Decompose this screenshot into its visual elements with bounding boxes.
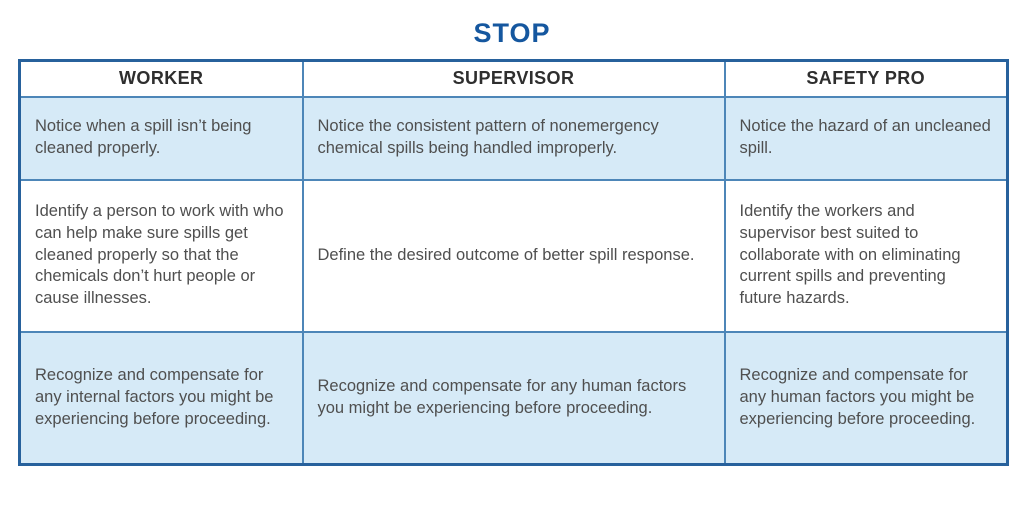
- table-row-notice: Notice when a spill isn’t being cleaned …: [18, 95, 1009, 181]
- cell-identify-worker: Identify a person to work with who can h…: [18, 178, 304, 333]
- column-header-supervisor: SUPERVISOR: [301, 59, 726, 98]
- column-header-worker: WORKER: [18, 59, 304, 98]
- cell-recognize-safety-pro: Recognize and compensate for any human f…: [723, 330, 1009, 466]
- table-row-identify: Identify a person to work with who can h…: [18, 178, 1009, 333]
- stop-comparison-table: WORKER SUPERVISOR SAFETY PRO Notice when…: [18, 59, 1009, 466]
- cell-notice-worker: Notice when a spill isn’t being cleaned …: [18, 95, 304, 181]
- cell-identify-supervisor: Define the desired outcome of better spi…: [301, 178, 726, 333]
- page-title: STOP: [473, 18, 551, 48]
- cell-recognize-supervisor: Recognize and compensate for any human f…: [301, 330, 726, 466]
- table-header-row: WORKER SUPERVISOR SAFETY PRO: [18, 59, 1009, 98]
- cell-notice-safety-pro: Notice the hazard of an uncleaned spill.: [723, 95, 1009, 181]
- cell-identify-safety-pro: Identify the workers and supervisor best…: [723, 178, 1009, 333]
- table-row-recognize: Recognize and compensate for any interna…: [18, 330, 1009, 466]
- column-header-safety-pro: SAFETY PRO: [723, 59, 1009, 98]
- cell-recognize-worker: Recognize and compensate for any interna…: [18, 330, 304, 466]
- cell-notice-supervisor: Notice the consistent pattern of nonemer…: [301, 95, 726, 181]
